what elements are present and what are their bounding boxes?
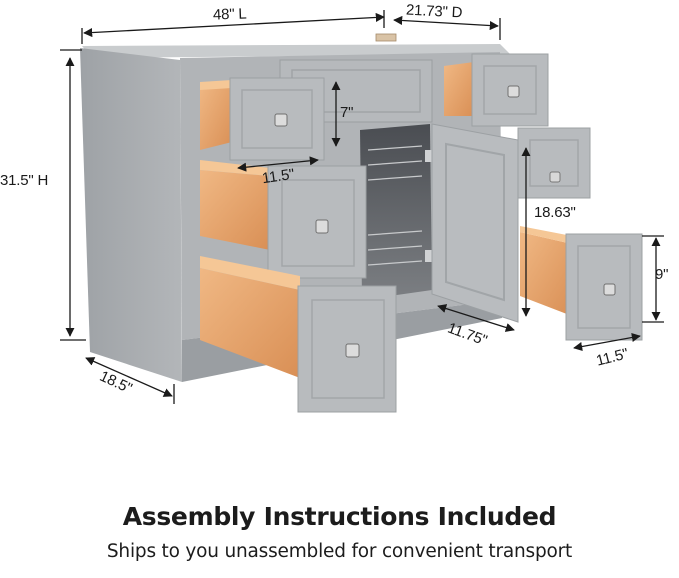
top-bracket <box>375 33 397 42</box>
right-drawer-bottom <box>520 226 643 341</box>
left-drawer-middle <box>200 160 367 279</box>
hinge-icon <box>425 150 433 162</box>
hinge-icon <box>425 250 433 262</box>
knob-icon <box>345 343 360 358</box>
knob-icon <box>603 283 616 296</box>
knob-icon <box>315 219 329 234</box>
caption-headline: Assembly Instructions Included <box>122 502 557 531</box>
door-height-label: 18.63" <box>534 204 576 221</box>
open-door <box>431 123 519 323</box>
right-drawer-top <box>444 53 549 127</box>
knob-icon <box>507 85 520 98</box>
right-small-door <box>517 127 591 199</box>
length-label: 48" L <box>212 5 247 24</box>
dimension-lines <box>60 10 664 404</box>
left-drawer-top <box>200 77 325 161</box>
drawer-height-label: 7" <box>340 104 354 121</box>
lower-drawer-height-label: 9" <box>655 266 669 283</box>
cabinet-left-side <box>80 48 182 382</box>
cabinet-interior <box>360 124 432 300</box>
height-label: 31.5" H <box>0 172 49 189</box>
left-drawer-bottom <box>200 256 397 413</box>
caption-subline: Ships to you unassembled for convenient … <box>106 541 573 562</box>
knob-icon <box>274 113 288 127</box>
knob-icon <box>549 171 561 183</box>
depth-label: 21.73" D <box>405 1 463 22</box>
